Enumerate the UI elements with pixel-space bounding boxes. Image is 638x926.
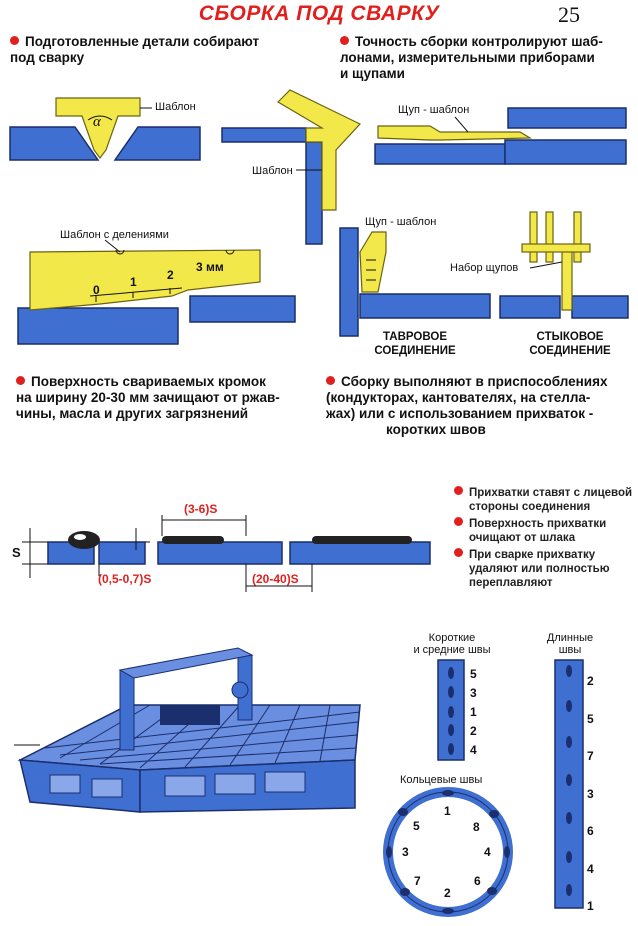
corner-template-figure (221, 89, 361, 245)
long-seam-strip (554, 659, 584, 909)
ring-num-1: 1 (444, 804, 451, 818)
bullet-dot (16, 376, 25, 385)
bullet-assembly: Подготовленные детали собирают под сварк… (10, 34, 260, 65)
bullet-dot (454, 548, 463, 557)
label-feeler-2: Щуп - шаблон (365, 216, 437, 228)
assembly-table-drawing (14, 647, 361, 813)
bullet-dot (326, 376, 335, 385)
bullet-fixtures: Сборку выполняют в приспособлениях (конд… (326, 374, 608, 437)
bullet-dot (454, 517, 463, 526)
scale-2: 2 (167, 268, 174, 282)
page-number: 25 (558, 2, 580, 27)
long-seams-title: Длинные швы (546, 632, 594, 656)
short-seams-title: Короткие и средние швы (413, 632, 491, 656)
butt-joint-feeler-set-figure (499, 211, 629, 319)
ring-num-3: 3 (402, 845, 409, 859)
label-alpha: α (93, 114, 101, 130)
bullet-dot (454, 486, 463, 495)
label-template-1: Шаблон (155, 101, 196, 113)
bullet-dot (10, 36, 19, 45)
graduated-template-figure (17, 239, 296, 345)
short-seam-order: 5 3 1 2 4 (470, 667, 477, 757)
dim-tack-length: (3-6)S (184, 502, 218, 516)
page-title: СБОРКА ПОД СВАРКУ (198, 2, 440, 25)
feeler-step-figure (374, 107, 627, 165)
dim-tack-height: (0,5-0,7)S (98, 572, 152, 586)
ring-seam-diagram (383, 787, 513, 917)
caption-t-joint: ТАВРОВОЕ СОЕДИНЕНИЕ (374, 331, 456, 357)
ring-num-5: 5 (413, 819, 420, 833)
bullet-accuracy: Точность сборки контролируют шаб- лонами… (340, 34, 603, 81)
t-joint-feeler-figure (339, 227, 491, 337)
ring-num-7: 7 (414, 874, 421, 888)
scale-0: 0 (93, 283, 100, 297)
label-feeler-1: Щуп - шаблон (398, 104, 470, 116)
short-seam-strip (437, 659, 465, 761)
ring-num-2: 2 (444, 886, 451, 900)
label-feeler-set: Набор щупов (450, 262, 519, 274)
caption-butt-joint: СТЫКОВОЕ СОЕДИНЕНИЕ (529, 331, 611, 357)
v-groove-template-figure (9, 97, 201, 161)
long-seam-order: 2 5 7 3 6 4 1 (587, 674, 594, 913)
bullet-surface: Поверхность свариваемых кромок на ширину… (16, 374, 280, 421)
ring-num-6: 6 (474, 874, 481, 888)
bullet-dot (340, 36, 349, 45)
scale-1: 1 (130, 275, 137, 289)
dim-tack-pitch: (20-40)S (252, 572, 299, 586)
ring-num-4: 4 (484, 845, 491, 859)
ring-seams-title: Кольцевые швы (400, 774, 483, 786)
label-graduated-template: Шаблон с делениями (60, 229, 169, 241)
label-template-2: Шаблон (252, 165, 293, 177)
scale-3mm: 3 мм (196, 260, 224, 274)
ring-num-8: 8 (473, 820, 480, 834)
tack-weld-diagram (22, 515, 431, 592)
dim-thickness: S (12, 545, 21, 560)
